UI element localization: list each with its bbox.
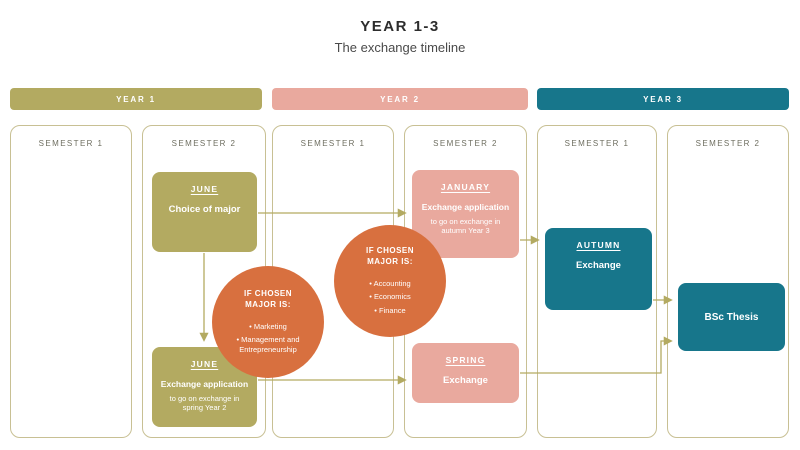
semester-column-y3s2: SEMESTER 2 xyxy=(667,125,789,438)
node-autumn-exchange: AUTUMN Exchange xyxy=(545,228,652,310)
decision-heading: IF CHOSEN MAJOR IS: xyxy=(365,246,415,266)
node-season-label: AUTUMN xyxy=(576,240,621,250)
node-text: Exchange application xyxy=(160,379,249,389)
node-spring-exchange: SPRING Exchange xyxy=(412,343,519,403)
decision-item: Accounting xyxy=(369,279,411,289)
node-subtext: to go on exchange in spring Year 2 xyxy=(169,393,240,413)
node-subtext: to go on exchange in autumn Year 3 xyxy=(430,216,501,236)
node-month-label: JANUARY xyxy=(440,182,491,192)
decision-circle-marketing: IF CHOSEN MAJOR IS: Marketing Management… xyxy=(212,266,324,378)
page-subtitle: The exchange timeline xyxy=(334,40,466,55)
node-season-label: SPRING xyxy=(445,355,486,365)
year-3-bar: YEAR 3 xyxy=(537,88,789,110)
node-text: Exchange xyxy=(443,375,488,386)
node-text: Exchange application xyxy=(421,202,510,212)
node-text: Choice of major xyxy=(168,204,241,215)
year-2-bar: YEAR 2 xyxy=(272,88,528,110)
decision-item: Finance xyxy=(374,306,406,316)
decision-item: Marketing xyxy=(249,322,287,332)
node-bsc-thesis: BSc Thesis xyxy=(678,283,785,351)
semester-column-y1s1: SEMESTER 1 xyxy=(10,125,132,438)
title-block: YEAR 1-3 The exchange timeline xyxy=(0,18,800,55)
decision-heading: IF CHOSEN MAJOR IS: xyxy=(243,289,293,309)
page-title: YEAR 1-3 xyxy=(360,18,440,35)
node-text: Exchange xyxy=(576,260,621,271)
semester-label: SEMESTER 1 xyxy=(38,139,104,148)
semester-label: SEMESTER 2 xyxy=(433,139,498,148)
decision-item: Management and Entrepreneurship xyxy=(224,335,312,355)
semester-label: SEMESTER 2 xyxy=(695,139,761,148)
year-1-bar: YEAR 1 xyxy=(10,88,262,110)
decision-item: Economics xyxy=(369,292,411,302)
node-january-exchange-application: JANUARY Exchange application to go on ex… xyxy=(412,170,519,258)
node-month-label: JUNE xyxy=(190,359,219,369)
semester-label: SEMESTER 1 xyxy=(564,139,630,148)
semester-label: SEMESTER 2 xyxy=(171,139,237,148)
semester-label: SEMESTER 1 xyxy=(300,139,366,148)
node-text: BSc Thesis xyxy=(704,311,759,323)
node-month-label: JUNE xyxy=(190,184,219,194)
node-choice-of-major: JUNE Choice of major xyxy=(152,172,257,252)
decision-circle-accounting: IF CHOSEN MAJOR IS: Accounting Economics… xyxy=(334,225,446,337)
